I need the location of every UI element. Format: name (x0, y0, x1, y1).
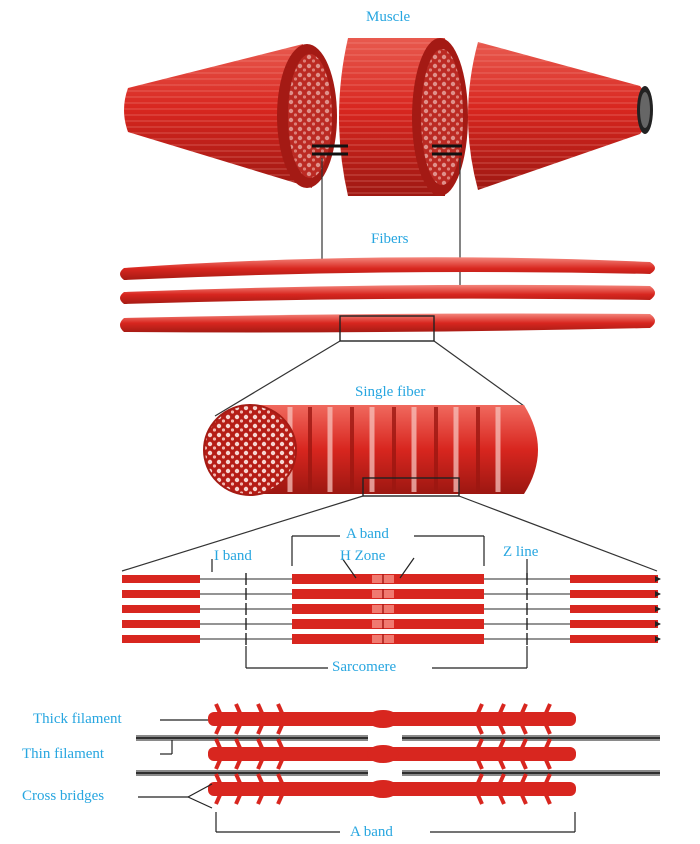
sarcomere-illustration (122, 573, 661, 645)
thick-filament-center (367, 745, 399, 763)
myofibril-left-segment (122, 620, 200, 628)
filament-detail-illustration (136, 704, 660, 804)
cross-bridge (236, 795, 240, 804)
label-a-band-top: A band (346, 527, 389, 542)
myofibril-row (122, 633, 661, 645)
myofibril-right-segment (570, 620, 658, 628)
single-fiber-illustration (122, 405, 657, 571)
label-i-band: I band (214, 549, 252, 564)
cross-bridge (478, 725, 482, 734)
cross-bridge (216, 704, 220, 713)
cross-bridge (216, 795, 220, 804)
fiber-2 (120, 285, 655, 304)
label-cross-bridges: Cross bridges (22, 789, 104, 804)
label-z-line: Z line (503, 545, 538, 560)
myofibril-row (122, 603, 661, 615)
cross-bridge (478, 760, 482, 769)
myofibril-left-segment (122, 575, 200, 583)
myofibril-left-segment (122, 605, 200, 613)
cross-bridge (546, 725, 550, 734)
cross-bridge (546, 704, 550, 713)
cross-bridge (216, 725, 220, 734)
label-fibers: Fibers (371, 232, 409, 247)
label-h-zone: H Zone (340, 549, 385, 564)
myofibril-row (122, 618, 661, 630)
cross-bridge (500, 760, 504, 769)
thick-filament (208, 774, 576, 804)
cross-bridge (278, 704, 282, 713)
cross-bridge (236, 725, 240, 734)
label-sarcomere: Sarcomere (332, 660, 396, 675)
cross-bridge (278, 725, 282, 734)
myofibril-right-segment (570, 575, 658, 583)
cross-bridge (500, 704, 504, 713)
thick-filament (208, 739, 576, 769)
cross-bridge (478, 704, 482, 713)
myofibril-row (122, 573, 661, 585)
cross-bridge (278, 760, 282, 769)
cross-bridge (258, 795, 262, 804)
cross-bridge (522, 760, 526, 769)
label-thick-filament: Thick filament (33, 712, 122, 727)
label-thin-filament: Thin filament (22, 747, 104, 762)
myofibril-right-segment (570, 605, 658, 613)
myofibril-row (122, 588, 661, 600)
label-muscle: Muscle (366, 10, 410, 25)
cross-bridge (216, 760, 220, 769)
thick-filament-center (367, 780, 399, 798)
cross-bridge (236, 760, 240, 769)
cross-bridge (258, 760, 262, 769)
myofibril-left-segment (122, 590, 200, 598)
cross-bridge (522, 795, 526, 804)
thick-filament (208, 704, 576, 734)
cross-bridge (546, 760, 550, 769)
cross-bridge (236, 704, 240, 713)
cross-bridge (546, 795, 550, 804)
muscle-illustration (124, 38, 653, 296)
thick-filament-center (367, 710, 399, 728)
cross-bridge (258, 725, 262, 734)
label-single-fiber: Single fiber (355, 385, 425, 400)
cross-bridge (258, 704, 262, 713)
myofibril-right-segment (570, 635, 658, 643)
cross-bridge (500, 725, 504, 734)
cross-bridge (500, 795, 504, 804)
myofibril-right-segment (570, 590, 658, 598)
cross-bridge (278, 795, 282, 804)
fiber-1 (120, 257, 655, 280)
cross-bridge (522, 725, 526, 734)
label-a-band-bottom: A band (350, 825, 393, 840)
cross-bridge (522, 704, 526, 713)
single-fiber-cross-section (204, 405, 296, 495)
myofibril-left-segment (122, 635, 200, 643)
cross-bridge (478, 795, 482, 804)
